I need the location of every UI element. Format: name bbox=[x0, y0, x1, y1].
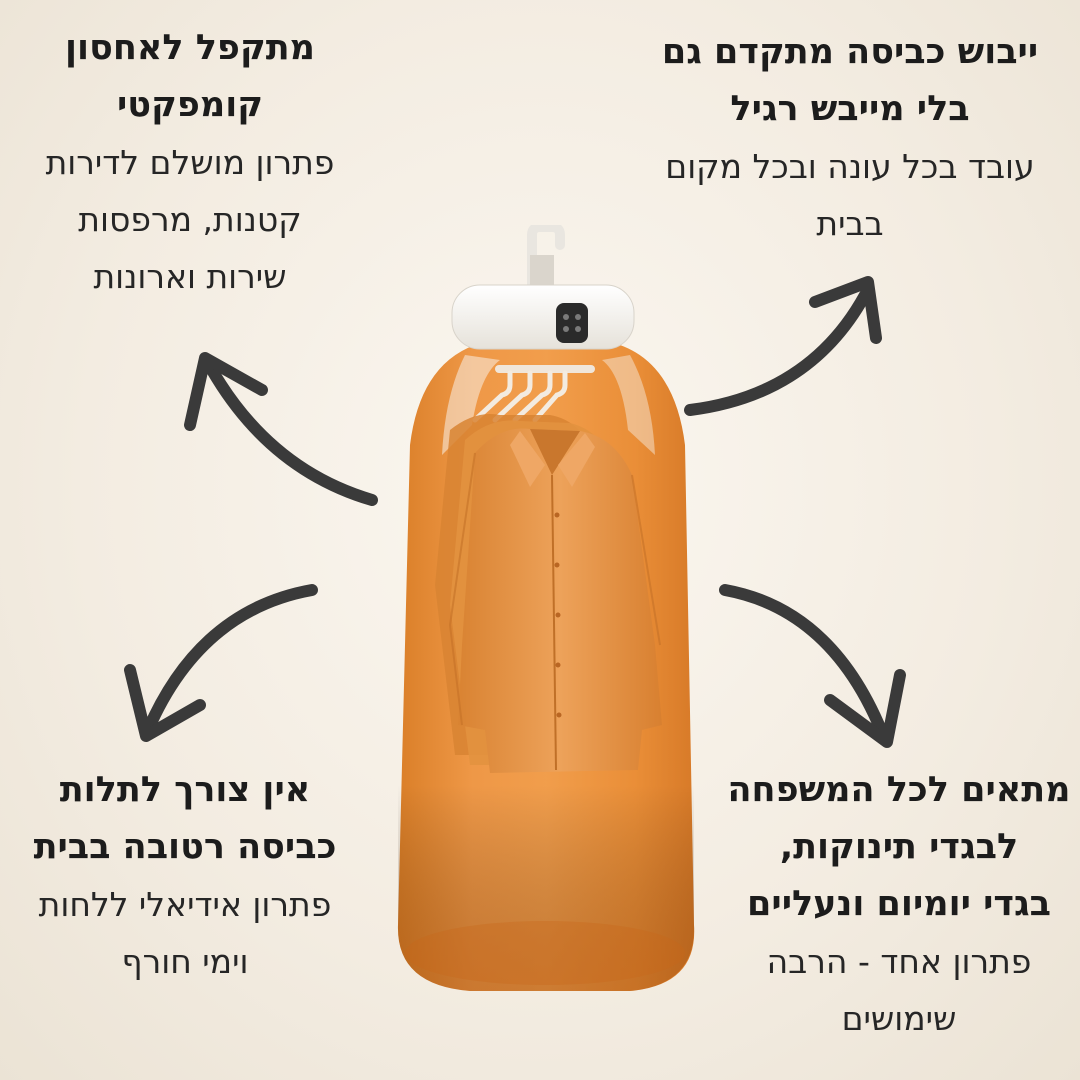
dryer-control-unit bbox=[451, 284, 635, 350]
feature-body-line: פתרון אידיאלי ללחות bbox=[38, 885, 332, 924]
feature-title-line: מתקפל לאחסון bbox=[65, 28, 315, 68]
feature-title-line: בגדי יומיום ונעליים bbox=[747, 884, 1051, 924]
arrow-up-right-icon bbox=[684, 276, 882, 416]
feature-title-line: כביסה רטובה בבית bbox=[33, 827, 337, 867]
feature-title-line: לבגדי תינוקות, bbox=[779, 827, 1019, 867]
feature-no-wet-laundry: אין צורך לתלות כביסה רטובה בבית פתרון אי… bbox=[10, 762, 360, 990]
feature-body-line: בבית bbox=[816, 204, 884, 243]
feature-whole-family: מתאים לכל המשפחה לבגדי תינוקות, בגדי יומ… bbox=[718, 762, 1080, 1047]
feature-title-line: אין צורך לתלות bbox=[59, 770, 311, 810]
feature-title-line: מתאים לכל המשפחה bbox=[727, 770, 1071, 810]
hanging-shirts bbox=[435, 414, 662, 773]
feature-advanced-drying: ייבוש כביסה מתקדם גם בלי מייבש רגיל עובד… bbox=[640, 24, 1060, 252]
feature-compact-storage: מתקפל לאחסון קומפקטי פתרון מושלם לדירות … bbox=[20, 20, 360, 305]
feature-title-line: קומפקטי bbox=[117, 85, 263, 125]
feature-body-line: שירות וארונות bbox=[93, 257, 287, 296]
arrow-down-left-icon bbox=[124, 584, 318, 742]
feature-body-line: עובד בכל עונה ובכל מקום bbox=[665, 147, 1035, 186]
feature-title-line: ייבוש כביסה מתקדם גם bbox=[661, 32, 1039, 72]
control-panel-icon bbox=[556, 303, 588, 343]
feature-body-line: קטנות, מרפסות bbox=[78, 200, 302, 239]
feature-body-line: פתרון מושלם לדירות bbox=[45, 143, 335, 182]
feature-body-line: וימי חורף bbox=[121, 942, 249, 981]
arrow-up-left-icon bbox=[184, 352, 378, 506]
feature-body-line: שימושים bbox=[841, 999, 957, 1038]
clothes-dryer-image bbox=[397, 225, 695, 991]
feature-body-line: פתרון אחד - הרבה bbox=[766, 942, 1032, 981]
arrow-down-right-icon bbox=[719, 584, 906, 748]
feature-title-line: בלי מייבש רגיל bbox=[730, 89, 970, 129]
